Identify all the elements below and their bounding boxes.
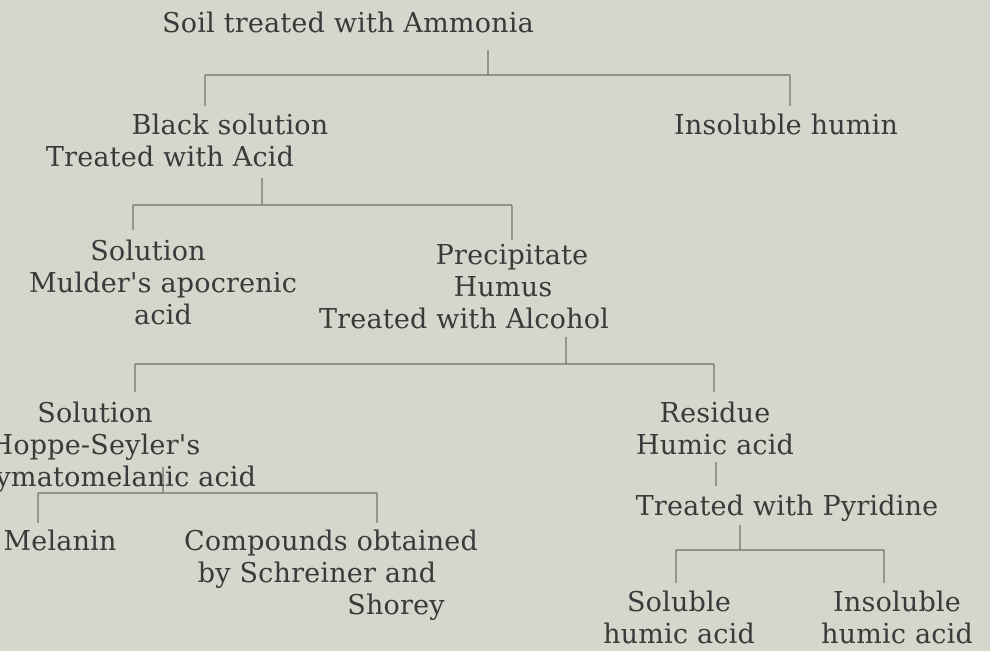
- node-line: Treated with Alcohol: [318, 304, 610, 335]
- node-compounds-schreiner-shorey: Compounds obtained by Schreiner and Shor…: [184, 526, 478, 622]
- node-line: hymatomelanic acid: [0, 462, 257, 493]
- node-line: Mulder's apocrenic: [28, 268, 298, 299]
- node-line: Treated with Acid: [45, 142, 295, 173]
- node-line: Soil treated with Ammonia: [162, 8, 534, 39]
- node-line: Soluble: [626, 587, 732, 618]
- node-line: Solution: [37, 398, 153, 429]
- node-melanin: Melanin: [3, 526, 116, 558]
- node-soil-treated-with-ammonia: Soil treated with Ammonia: [162, 8, 534, 40]
- node-precipitate-humus: Precipitate Humus Treated with Alcohol: [319, 240, 609, 336]
- node-insoluble-humic-acid: Insoluble humic acid: [821, 587, 973, 651]
- node-line: Compounds obtained: [184, 526, 478, 557]
- node-solution-mulder: Solution Mulder's apocrenic acid: [29, 236, 297, 332]
- node-line: acid: [134, 300, 192, 331]
- node-line: by Schreiner and: [197, 558, 437, 589]
- node-line: Treated with Pyridine: [635, 491, 939, 522]
- node-line: Shorey: [347, 590, 445, 621]
- node-line: Melanin: [3, 526, 117, 557]
- node-line: Insoluble humin: [673, 110, 899, 141]
- node-line: humic acid: [603, 619, 755, 650]
- node-line: Precipitate: [435, 240, 589, 271]
- node-soluble-humic-acid: Soluble humic acid: [603, 587, 755, 651]
- node-line: Black solution: [131, 110, 329, 141]
- node-insoluble-humin: Insoluble humin: [674, 110, 898, 142]
- node-line: Solution: [90, 236, 206, 267]
- node-line: Residue: [659, 398, 771, 429]
- node-treated-with-pyridine: Treated with Pyridine: [636, 491, 939, 523]
- node-black-solution: Black solution Treated with Acid: [46, 110, 329, 174]
- node-line: Humic acid: [635, 430, 795, 461]
- node-solution-hoppe-seyler: Solution Hoppe-Seyler's hymatomelanic ac…: [0, 398, 256, 494]
- node-line: Hoppe-Seyler's: [0, 430, 201, 461]
- node-line: humic acid: [821, 619, 973, 650]
- node-line: Insoluble: [833, 587, 961, 618]
- node-residue-humic-acid: Residue Humic acid: [636, 398, 794, 462]
- node-line: Humus: [453, 272, 553, 303]
